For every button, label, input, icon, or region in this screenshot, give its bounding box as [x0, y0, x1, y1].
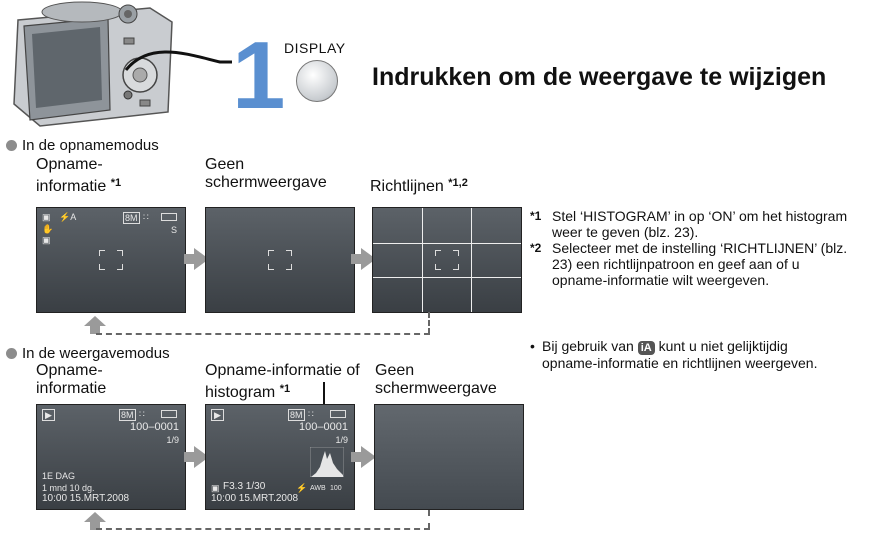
date-time: 10:00 15.MRT.2008 [42, 493, 130, 504]
footnote-mark: *1 [530, 209, 542, 223]
elapsed-time: 1 mnd 10 dg. [42, 483, 95, 493]
play-icon: ▶ [211, 409, 224, 421]
af-frame [99, 250, 123, 270]
playback-section-label: In de weergavemodus [6, 345, 170, 362]
flash-mode-icon: ⚡A [59, 212, 77, 222]
footnote-2: *2 Selecteer met de instelling ‘RICHTLIJ… [530, 240, 848, 288]
rec-screen-guidelines [372, 207, 522, 313]
play-screen-info: ▶ 8M ∷ 100–0001 1/9 1E DAG 1 mnd 10 dg. … [36, 404, 186, 510]
grid-line [373, 243, 521, 244]
quality-icon: ∷ [308, 409, 314, 419]
arrow-up-icon [84, 512, 106, 530]
white-balance: AWB [310, 485, 326, 492]
tip-note: • Bij gebruik van iA kunt u niet gelijkt… [530, 338, 818, 371]
return-path [96, 528, 430, 530]
rec-label-none: Geen schermweergave [205, 156, 327, 191]
mode-letter: S [171, 225, 178, 235]
play-icon: ▶ [42, 409, 55, 421]
quality-icon: ∷ [143, 212, 149, 222]
display-button-label: DISPLAY [284, 40, 346, 56]
histogram-graph [310, 447, 344, 477]
grid-line [471, 208, 472, 312]
date-time: 10:00 15.MRT.2008 [211, 493, 299, 504]
play-label-histogram: Opname-informatie of histogram *1 [205, 362, 360, 401]
camera-icon [13, 1, 232, 127]
return-path [428, 312, 430, 334]
arrow-up-icon [84, 316, 106, 334]
rec-screen-none [205, 207, 355, 313]
folder-file-number: 100–0001 [299, 421, 348, 433]
camera-icon: ▣ [211, 483, 220, 493]
rec-screen-info: ▣ ⚡A 8M ∷ ✋ ▣ S [36, 207, 186, 313]
camera-mode-icon: ▣ [42, 212, 51, 222]
camera-illustration [0, 0, 250, 130]
return-path [428, 510, 430, 529]
display-button[interactable] [296, 60, 338, 102]
arrow-right-icon [351, 446, 376, 468]
recording-section-label: In de opnamemodus [6, 137, 159, 154]
travel-date: 1E DAG [42, 471, 76, 481]
stabilizer-icon: ✋ [42, 224, 54, 234]
image-counter: 1/9 [166, 435, 179, 445]
af-frame [435, 250, 459, 270]
footnote-1: *1 Stel ‘HISTOGRAM’ in op ‘ON’ om het hi… [530, 208, 848, 240]
play-label-none: Geen schermweergave [375, 362, 497, 397]
image-counter: 1/9 [335, 435, 348, 445]
iso-value: 100 [330, 485, 342, 492]
intelligent-auto-icon: iA [637, 341, 655, 355]
grid-line [373, 277, 521, 278]
battery-icon [161, 410, 177, 418]
flash-icon: ⚡ [296, 483, 308, 493]
exposure-info: F3.3 1/30 [223, 481, 266, 492]
headline: Indrukken om de weergave te wijzigen [372, 63, 827, 91]
play-screen-histogram: ▶ 8M ∷ 100–0001 1/9 ▣ F3.3 1/30 ⚡ AWB 10… [205, 404, 355, 510]
battery-icon [330, 410, 346, 418]
af-frame [268, 250, 292, 270]
battery-icon [161, 213, 177, 221]
rec-label-info: Opname- informatie *1 [36, 156, 122, 195]
bullet-icon [6, 348, 17, 359]
bullet-icon [6, 140, 17, 151]
footnote-mark: *2 [530, 241, 542, 255]
quality-icon: ∷ [139, 409, 145, 419]
rec-label-guidelines: Richtlijnen *1,2 [370, 177, 468, 195]
size-badge: 8M [119, 409, 136, 421]
return-path [96, 333, 430, 335]
af-icon: ▣ [42, 235, 51, 245]
folder-file-number: 100–0001 [130, 421, 179, 433]
grid-line [422, 208, 423, 312]
size-badge: 8M [123, 212, 140, 224]
bullet-dot: • [530, 338, 535, 354]
play-screen-none [374, 404, 524, 510]
play-label-info: Opname- informatie [36, 362, 107, 397]
size-badge: 8M [288, 409, 305, 421]
step-number: 1 [232, 22, 286, 129]
